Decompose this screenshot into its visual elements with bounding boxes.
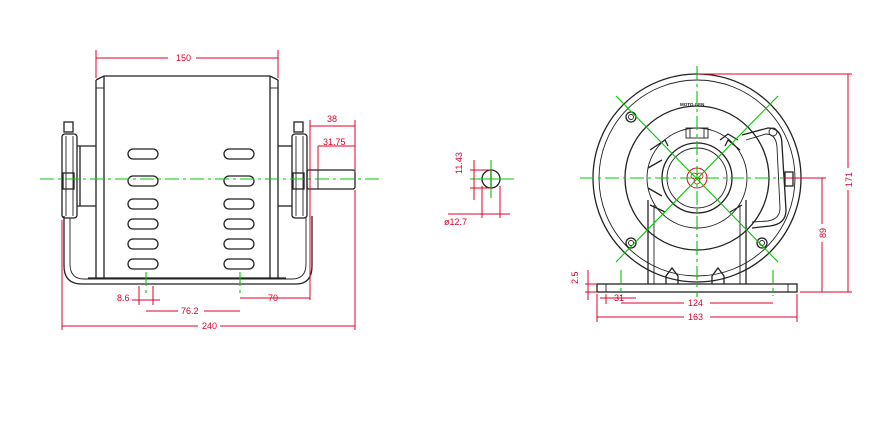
side-dimensions: 150 38 31.75 8.6 76.2 70 (61, 50, 356, 332)
dim-key-height: 11.43 (454, 152, 464, 174)
dim-foot-to-shaft: 70 (268, 293, 278, 303)
shaft-section-dimensions: 11.43 ø12.7 (444, 152, 510, 227)
dim-foot-offset: 31 (614, 293, 624, 303)
vent-slots-right (223, 148, 255, 270)
dim-foot-width: 124 (688, 298, 703, 308)
front-view: MOTO GEN (570, 66, 854, 323)
left-end-bracket (61, 121, 96, 219)
dim-base-width: 163 (688, 312, 703, 322)
vent-slots-left (127, 148, 159, 270)
foot-base (63, 216, 313, 285)
brand-label: MOTO GEN (680, 102, 704, 107)
dim-shaft-length: 38 (327, 114, 337, 124)
dim-shaft-key: 31.75 (323, 137, 346, 147)
motor-body (88, 75, 286, 279)
dim-overall-height: 171 (844, 172, 854, 187)
dim-center-height: 89 (818, 228, 828, 238)
right-end-bracket (278, 121, 308, 219)
dim-shaft-diameter: ø12.7 (444, 217, 467, 227)
dim-foot-slot: 8.6 (117, 293, 130, 303)
pedestal (647, 200, 747, 284)
dim-body-length: 150 (176, 53, 191, 63)
dim-foot-spacing: 76.2 (181, 306, 199, 316)
side-view: 150 38 31.75 8.6 76.2 70 (40, 50, 380, 332)
shaft-section-view: 11.43 ø12.7 (444, 152, 514, 227)
dim-overall-length: 240 (202, 321, 217, 331)
dim-base-height: 2.5 (570, 271, 580, 284)
front-dimensions: 2.5 31 124 163 89 (570, 73, 854, 323)
cooling-ribs (647, 127, 743, 213)
